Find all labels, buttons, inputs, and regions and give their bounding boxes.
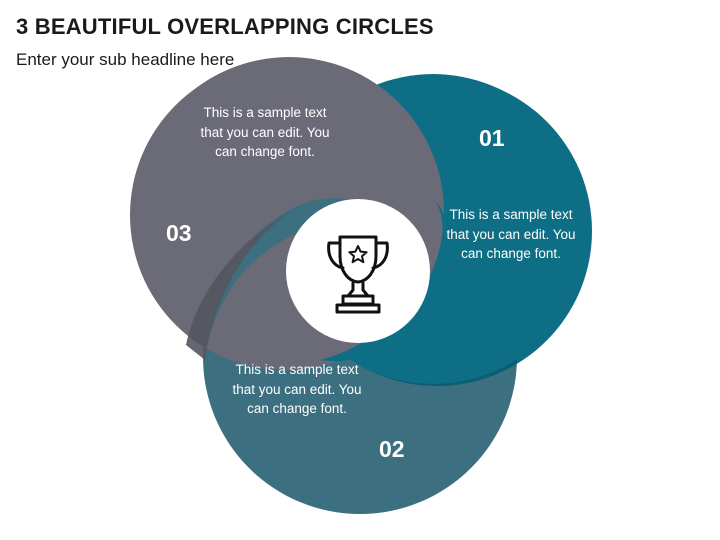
segment-01-text: This is a sample text that you can edit.… — [446, 207, 576, 261]
segment-01-number: 01 — [479, 125, 505, 151]
segment-02-number: 02 — [379, 436, 405, 462]
segment-03-text: This is a sample text that you can edit.… — [200, 105, 330, 159]
page-title: 3 BEAUTIFUL OVERLAPPING CIRCLES — [16, 14, 434, 39]
page-subtitle: Enter your sub headline here — [16, 50, 235, 69]
center-circle — [286, 199, 430, 343]
segment-02-text: This is a sample text that you can edit.… — [232, 362, 362, 416]
circle-01-swirl — [320, 200, 453, 362]
circle-02-swirl — [204, 198, 375, 360]
segment-03-number: 03 — [166, 220, 192, 246]
trophy-icon — [327, 235, 389, 314]
